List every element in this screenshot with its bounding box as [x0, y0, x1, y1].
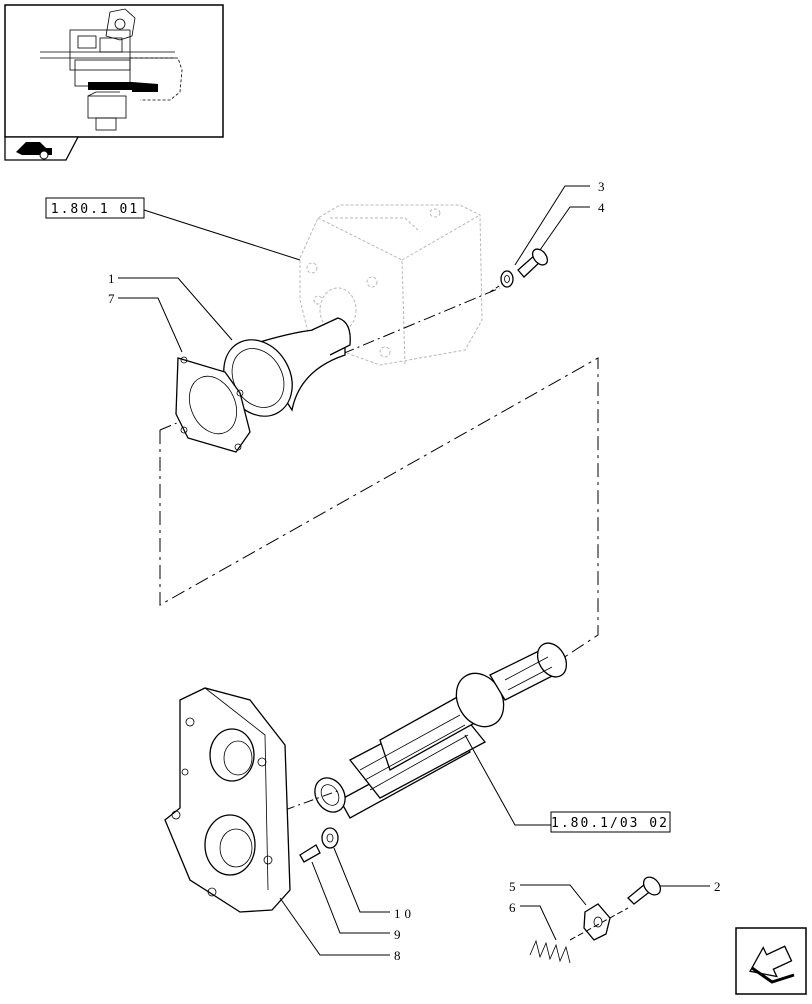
callout-9: 9	[394, 927, 401, 942]
part-2-pin[interactable]	[627, 874, 664, 905]
callout-3: 3	[598, 179, 605, 194]
callout-7: 7	[108, 291, 115, 306]
part-5-plate[interactable]	[583, 903, 611, 941]
callout-6: 6	[509, 900, 516, 915]
part-3-washer[interactable]	[500, 270, 514, 288]
part-9-grub-screw[interactable]	[299, 844, 321, 863]
axis-line-bolt	[489, 283, 503, 293]
reference-box-bottom[interactable]: 1.80.1/03 02	[550, 811, 671, 833]
callout-leaders	[118, 185, 710, 956]
alignment-dashed-guide	[159, 357, 599, 661]
tractor-icon[interactable]	[4, 136, 80, 161]
callout-1: 1	[108, 271, 115, 286]
axis-line-shaft	[284, 789, 341, 811]
reference-label-top: 1.80.1 01	[51, 202, 139, 217]
part-4-bolt[interactable]	[517, 246, 550, 278]
callout-labels: 1 7 3 4 5 6 2 10 9 8	[108, 179, 721, 963]
leader-ref-bottom	[464, 734, 551, 826]
arrow-next-icon[interactable]	[735, 927, 807, 995]
overview-thumbnail[interactable]	[4, 4, 224, 138]
callout-5: 5	[509, 879, 516, 894]
part-7-gasket[interactable]	[175, 356, 251, 453]
leader-ref-top	[143, 209, 301, 261]
callout-10: 10	[394, 906, 415, 921]
thumbnail-assembly-image	[40, 8, 183, 131]
reference-box-top[interactable]: 1.80.1 01	[45, 197, 145, 219]
callout-8: 8	[394, 948, 401, 963]
reference-label-bottom: 1.80.1/03 02	[551, 816, 669, 831]
part-8-cover-plate[interactable]	[164, 687, 291, 913]
part-10-nut[interactable]	[321, 827, 339, 849]
axis-line-pin	[569, 907, 629, 941]
part-6-spring[interactable]	[529, 939, 571, 964]
callout-4: 4	[598, 200, 605, 215]
splined-shaft	[314, 642, 568, 819]
callout-2: 2	[714, 879, 721, 894]
